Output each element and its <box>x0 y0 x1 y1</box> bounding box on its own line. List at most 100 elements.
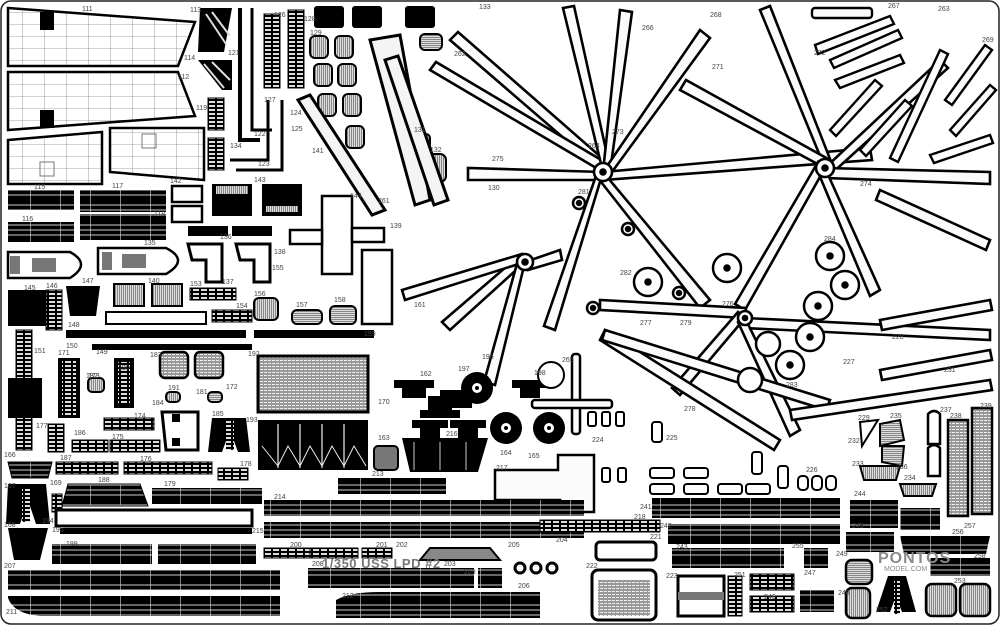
part-194-195-bars <box>54 508 254 534</box>
label-277: 277 <box>640 320 652 327</box>
label-282: 282 <box>620 270 632 277</box>
parts-231-239 <box>858 406 994 518</box>
label-256: 256 <box>952 529 964 536</box>
label-265: 265 <box>562 357 574 364</box>
label-195: 195 <box>52 527 64 534</box>
deck-panel-lower-left <box>6 126 206 186</box>
part-261-262-booms <box>295 33 450 217</box>
label-133: 133 <box>479 4 491 11</box>
label-207: 207 <box>4 563 16 570</box>
label-158: 158 <box>334 297 346 304</box>
label-244: 244 <box>854 491 866 498</box>
label-149: 149 <box>96 349 108 356</box>
label-262: 262 <box>454 51 466 58</box>
part-number-labels: 111 112 113 114 115 116 117 118 119 121 … <box>4 3 994 616</box>
label-130: 130 <box>488 185 500 192</box>
label-246: 246 <box>764 594 776 601</box>
label-234: 234 <box>904 475 916 482</box>
label-118: 118 <box>154 211 165 218</box>
label-113: 113 <box>190 7 201 14</box>
label-221: 221 <box>650 534 662 541</box>
label-224: 224 <box>592 437 604 444</box>
label-163: 163 <box>378 435 390 442</box>
part-144-panel <box>288 194 394 326</box>
label-194: 194 <box>42 518 54 525</box>
label-166: 166 <box>4 452 16 459</box>
label-175: 175 <box>112 434 124 441</box>
label-214: 214 <box>274 494 286 501</box>
label-174: 174 <box>134 413 146 420</box>
label-204: 204 <box>556 537 568 544</box>
label-179: 179 <box>164 481 176 488</box>
label-184: 184 <box>152 400 164 407</box>
label-226: 226 <box>806 467 818 474</box>
label-193: 193 <box>246 417 258 424</box>
label-141: 141 <box>312 148 324 155</box>
label-273: 273 <box>612 129 624 136</box>
label-276: 276 <box>722 301 734 308</box>
brand-subtitle: MODEL.COM <box>884 566 927 573</box>
label-278: 278 <box>684 406 696 413</box>
label-159: 159 <box>364 331 376 338</box>
rotor-assembly-1 <box>428 4 874 332</box>
label-178: 178 <box>240 461 252 468</box>
label-227: 227 <box>843 359 855 366</box>
label-176: 176 <box>140 456 152 463</box>
sheet-title: 1/350 USS LPD #2 <box>322 556 441 571</box>
label-212: 212 <box>342 593 354 600</box>
part-223-vent <box>590 540 795 622</box>
label-145: 145 <box>24 285 36 292</box>
label-183: 183 <box>150 352 162 359</box>
rotor-assembly-5 <box>598 188 994 452</box>
ladders-145-177 <box>8 286 100 453</box>
part-112-deck-panel <box>6 70 197 132</box>
label-177: 177 <box>36 423 48 430</box>
label-205: 205 <box>508 542 520 549</box>
label-241: 241 <box>640 504 652 511</box>
label-237: 237 <box>940 407 952 414</box>
rails-166-188-179 <box>7 461 262 507</box>
label-228: 228 <box>892 334 904 341</box>
label-261: 261 <box>378 198 390 205</box>
rails-174-176-187 <box>55 417 249 481</box>
label-201: 201 <box>376 542 388 549</box>
label-138: 138 <box>274 249 286 256</box>
railings-115-118 <box>8 190 166 242</box>
part-199-shields <box>52 544 256 564</box>
label-229: 229 <box>858 415 870 422</box>
part-281-284-discs <box>571 195 861 394</box>
label-198: 198 <box>534 370 546 377</box>
label-213: 213 <box>372 471 384 478</box>
label-172: 172 <box>226 384 238 391</box>
label-162: 162 <box>420 371 432 378</box>
label-168: 168 <box>4 522 16 529</box>
label-122: 122 <box>254 131 266 138</box>
label-169: 169 <box>50 480 62 487</box>
label-114: 114 <box>184 55 195 62</box>
label-182: 182 <box>86 373 98 380</box>
parts-162-216 <box>373 380 548 472</box>
rotor-assembly-2 <box>678 4 992 312</box>
label-186: 186 <box>74 430 86 437</box>
label-202: 202 <box>396 542 408 549</box>
label-255: 255 <box>792 543 804 550</box>
label-215: 215 <box>252 528 264 535</box>
label-199: 199 <box>66 541 78 548</box>
label-140: 140 <box>148 278 160 285</box>
label-146: 146 <box>46 283 58 290</box>
label-279: 279 <box>680 320 692 327</box>
label-203: 203 <box>444 561 456 568</box>
label-206: 206 <box>518 583 530 590</box>
label-209: 209 <box>464 569 476 576</box>
brand-logo: PONTOS <box>878 550 951 567</box>
label-132: 132 <box>430 147 442 154</box>
label-242: 242 <box>660 523 672 530</box>
label-284: 284 <box>824 236 836 243</box>
label-115: 115 <box>34 184 45 191</box>
label-264: 264 <box>588 143 600 150</box>
part-192-193-vent-block <box>256 354 370 470</box>
part-282-gears <box>632 252 743 298</box>
label-196: 196 <box>482 354 494 361</box>
label-269: 269 <box>982 37 994 44</box>
